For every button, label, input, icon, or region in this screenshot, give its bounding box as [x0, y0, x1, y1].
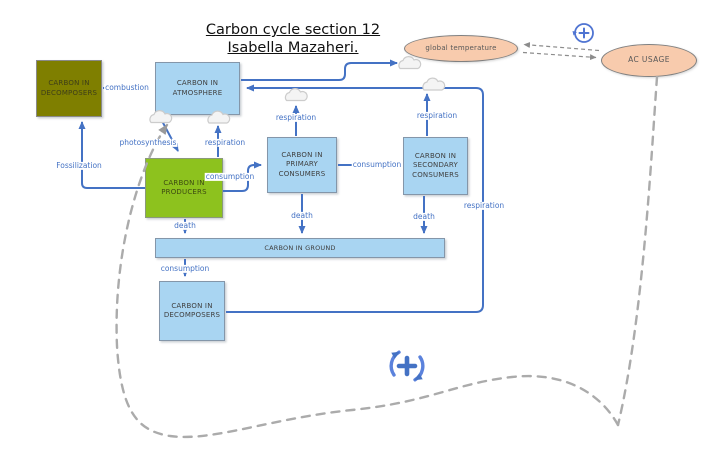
edge-respiration-decomposers[interactable] [226, 84, 484, 313]
node-label: CARBON IN ATMOSPHERE [172, 79, 223, 97]
edge-label-consumption-1[interactable]: consumption [204, 171, 256, 182]
edge-label-respiration-primary[interactable]: respiration [274, 112, 318, 123]
node-carbon-in-ground[interactable]: CARBON IN GROUND [155, 238, 445, 258]
edge-atmosphere-to-global-temperature[interactable] [241, 59, 398, 81]
diagram-title[interactable]: Carbon cycle section 12 Isabella Mazaher… [206, 21, 380, 57]
edge-label-respiration-secondary[interactable]: respiration [415, 110, 459, 121]
node-label: CARBON IN SECONDARY CONSUMERS [412, 151, 459, 179]
cloud-icon [149, 110, 173, 124]
node-carbon-in-decomposers-fossil[interactable]: CARBON IN DECOMPOSERS [36, 60, 102, 117]
cloud-icon [398, 56, 422, 70]
edge-label-photosynthesis[interactable]: photosynthesis [118, 137, 178, 148]
node-carbon-in-atmosphere[interactable]: CARBON IN ATMOSPHERE [155, 62, 240, 115]
edge-label-consumption-2[interactable]: consumption [351, 159, 403, 170]
node-carbon-in-decomposers[interactable]: CARBON IN DECOMPOSERS [159, 281, 225, 341]
node-carbon-in-secondary-consumers[interactable]: CARBON IN SECONDARY CONSUMERS [403, 137, 468, 195]
edge-label-death-producers[interactable]: death [173, 220, 197, 231]
node-carbon-in-producers[interactable]: CARBON IN PRODUCERS [145, 158, 223, 218]
edge-label-death-primary[interactable]: death [290, 210, 314, 221]
title-line-2: Isabella Mazaheri. [227, 40, 359, 56]
edge-label-respiration-decomposers[interactable]: respiration [462, 200, 506, 211]
cloud-icon [207, 110, 231, 124]
edge-fossilization[interactable] [78, 121, 145, 189]
loop-plus-icon-small[interactable] [572, 23, 594, 43]
edge-feedback-to-atmosphere[interactable] [115, 123, 620, 439]
edge-ac-usage-to-global-temperature[interactable] [523, 41, 600, 52]
loop-plus-icon-large[interactable] [389, 350, 425, 382]
edge-feedback-ac-usage-down[interactable] [616, 75, 659, 427]
node-label: CARBON IN DECOMPOSERS [40, 79, 98, 97]
edge-label-consumption-3[interactable]: consumption [159, 263, 211, 274]
edge-global-temperature-to-ac-usage[interactable] [522, 51, 597, 61]
cloud-icon [422, 77, 446, 91]
node-global-temperature[interactable]: global temperature [404, 35, 518, 62]
edge-label-combustion[interactable]: combustion [104, 82, 150, 93]
edge-label-fossilization[interactable]: Fossilization [55, 160, 103, 171]
node-label: AC USAGE [628, 55, 670, 65]
node-label: CARBON IN PRIMARY CONSUMERS [278, 150, 326, 178]
title-line-1: Carbon cycle section 12 [205, 22, 381, 38]
cloud-icon [284, 88, 308, 102]
edge-label-respiration-producers[interactable]: respiration [203, 137, 247, 148]
node-ac-usage[interactable]: AC USAGE [601, 44, 697, 77]
node-label: global temperature [425, 43, 497, 52]
edge-label-death-secondary[interactable]: death [412, 211, 436, 222]
node-label: CARBON IN DECOMPOSERS [163, 301, 221, 319]
node-label: CARBON IN GROUND [264, 243, 336, 252]
node-carbon-in-primary-consumers[interactable]: CARBON IN PRIMARY CONSUMERS [267, 137, 337, 193]
node-label: CARBON IN PRODUCERS [161, 178, 207, 196]
